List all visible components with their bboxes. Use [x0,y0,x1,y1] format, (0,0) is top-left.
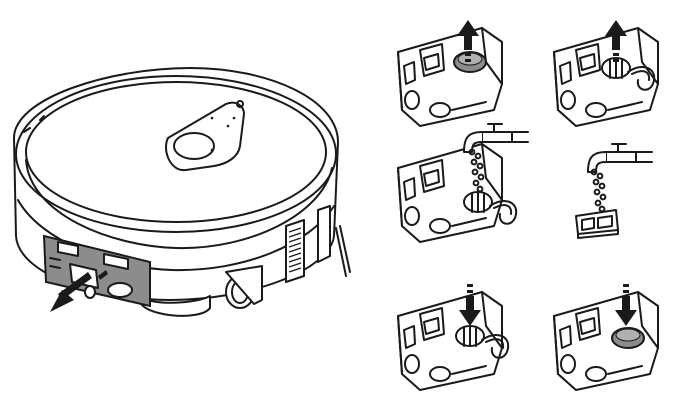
step-6-reinsert-filter-closed [553,284,659,391]
step-3-rinse-tank [397,123,529,243]
robot-vacuum-icon [13,67,351,317]
step-4-rinse-filter [575,143,653,239]
step-5-reinsert-filter [397,284,510,391]
step-1-remove-filter [397,20,503,127]
pull-out-arrow-icon [50,270,108,312]
step-2-remove-filter-opened [553,20,659,127]
